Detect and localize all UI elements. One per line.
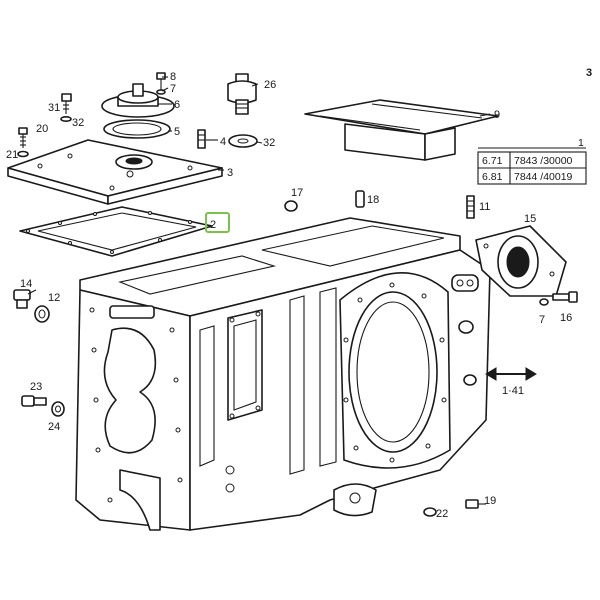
selected-part-highlight[interactable] (205, 212, 230, 233)
callout-22: 22 (436, 508, 448, 520)
table-serial-1: 7843 /30000 (514, 155, 573, 167)
callout-12: 12 (48, 292, 60, 304)
table-model-2: 6.81 (482, 171, 503, 183)
callout-18: 18 (367, 194, 379, 206)
plug-14 (13, 289, 31, 309)
reference-arrow (485, 367, 537, 381)
serial-table (477, 147, 587, 185)
callout-23: 23 (30, 381, 42, 393)
washer-22 (423, 507, 437, 517)
callout-15: 15 (524, 213, 536, 225)
callout-4: 4 (220, 136, 226, 148)
callout-31: 31 (48, 102, 60, 114)
callout-3: 3 (227, 167, 233, 179)
callout-11: 11 (479, 201, 490, 213)
callout-20: 20 (36, 123, 48, 135)
callout-14: 14 (20, 278, 32, 290)
callout-32-sender: 32 (263, 137, 275, 149)
washer-21 (17, 150, 29, 158)
bolt-16 (552, 291, 578, 303)
callout-32: 32 (72, 117, 84, 129)
gasket-2 (19, 206, 213, 257)
pin-18 (355, 190, 365, 208)
page-label: 3 (586, 67, 592, 79)
callout-6: 6 (174, 99, 180, 111)
callout-9: 9 (494, 109, 500, 121)
plug-17 (284, 200, 298, 212)
sender-unit (227, 73, 257, 115)
leader-lines (27, 76, 491, 295)
callout-2: 2 (210, 219, 216, 231)
reference-label: 1·41 (502, 385, 524, 397)
stud-4 (197, 129, 206, 149)
callout-16: 16 (560, 312, 572, 324)
gearbox-housing (75, 217, 491, 531)
stud-11 (466, 195, 475, 219)
table-header: 1 (578, 137, 584, 149)
table-model-1: 6.71 (482, 155, 503, 167)
callout-17: 17 (291, 187, 303, 199)
screw-8 (156, 72, 166, 90)
table-serial-2: 7844 /40019 (514, 171, 573, 183)
callout-19: 19 (484, 495, 496, 507)
callout-7-top: 7 (170, 83, 176, 95)
callout-24: 24 (48, 421, 60, 433)
plug-23 (21, 395, 47, 407)
washer-32 (60, 116, 72, 123)
callout-21: 21 (6, 149, 18, 161)
bolt-31 (61, 93, 72, 114)
callout-26: 26 (264, 79, 276, 91)
access-cover (304, 99, 499, 161)
washer-7 (539, 298, 549, 306)
callout-7: 7 (539, 314, 545, 326)
breather-cap (101, 83, 175, 118)
callout-8: 8 (170, 71, 176, 83)
bolt-19 (465, 499, 486, 509)
bolt-20 (18, 127, 28, 148)
cover-plate (7, 139, 223, 205)
callout-5: 5 (174, 126, 180, 138)
pto-cover (475, 225, 567, 297)
